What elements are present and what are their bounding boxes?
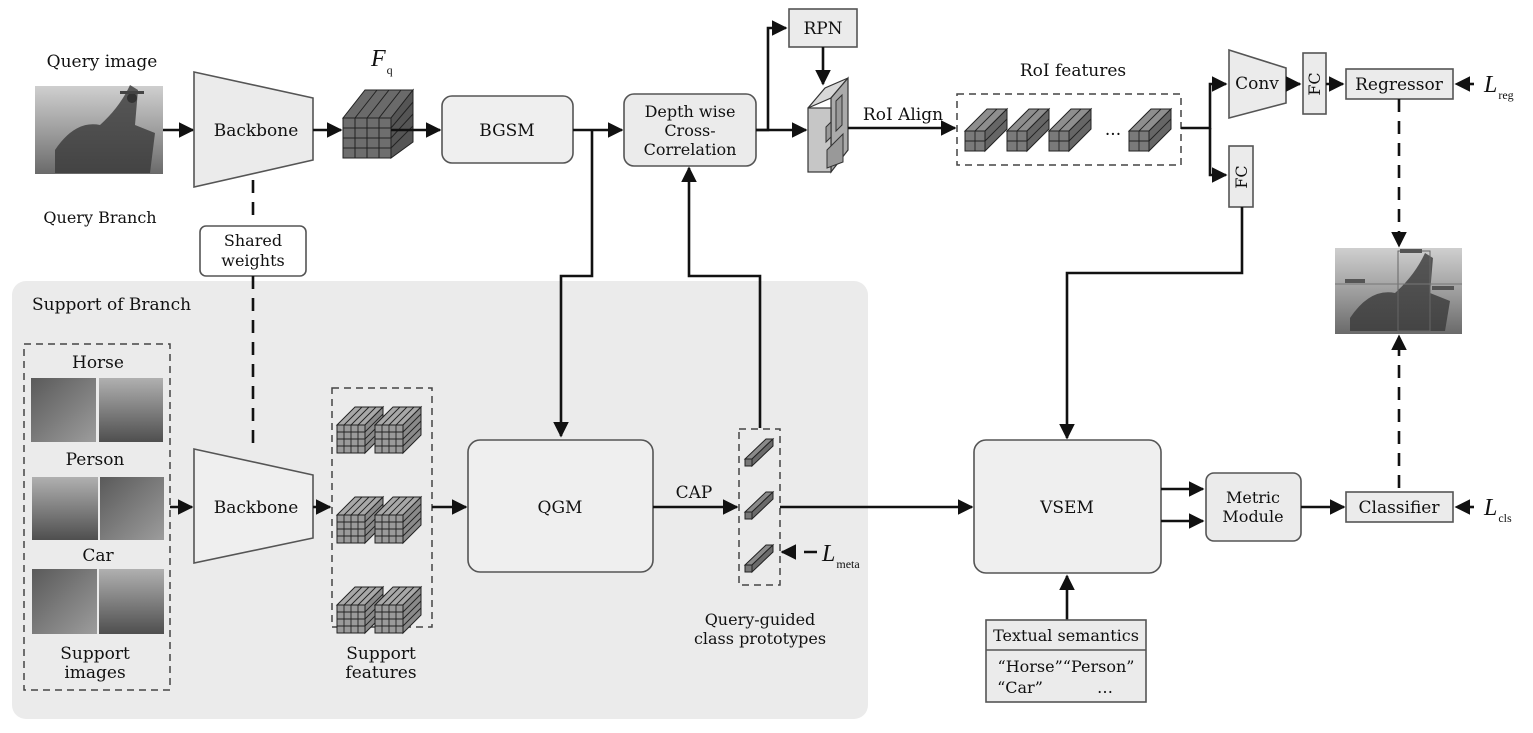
metric-label-1: Metric [1226, 488, 1280, 507]
support-image-car-2 [99, 569, 164, 634]
shared-weights-line2: weights [221, 251, 284, 270]
regressor-label: Regressor [1355, 75, 1444, 95]
roi-align-label: RoI Align [863, 105, 943, 125]
support-feature-cube-icon [335, 405, 385, 455]
support-image-person-2 [100, 477, 164, 540]
arrow-fc-to-vsem [1059, 207, 1244, 440]
class-prototypes-group [738, 428, 781, 586]
support-images-caption-1: Support [60, 644, 130, 664]
prototypes-caption-2: class prototypes [694, 629, 826, 648]
support-feature-cube-icon [335, 495, 385, 545]
support-images-group [23, 343, 171, 691]
support-feature-cube-icon [373, 405, 423, 455]
loss-reg: Lreg [1483, 72, 1514, 102]
textual-semantics-box [985, 619, 1147, 703]
fq-symbol: Fq [370, 46, 393, 77]
support-class-car: Car [82, 546, 114, 566]
roi-feature-cubes [963, 107, 1173, 153]
arrow-to-fc-bottom [1208, 128, 1228, 183]
support-feature-cube-icon [373, 495, 423, 545]
support-feature-cube-icon [373, 585, 423, 635]
roi-feature-cube-icon [1127, 107, 1173, 153]
roi-feature-cube-icon [1047, 107, 1093, 153]
bgsm-label: BGSM [479, 121, 534, 141]
arrow-bgsm-to-qgm [553, 130, 594, 438]
dwcc-label-3: Correlation [644, 140, 737, 159]
support-features-caption-2: features [345, 663, 416, 683]
support-image-car-1 [32, 569, 97, 634]
support-backbone [193, 448, 314, 564]
textual-semantics-row1: “Horse”“Person” [998, 657, 1135, 676]
class-prototype-bar-icon [743, 437, 775, 468]
arrow-to-conv [1181, 76, 1228, 130]
rpn-module [788, 8, 858, 48]
query-image-label: Query image [47, 52, 158, 72]
textual-semantics-car: “Car” [997, 678, 1043, 697]
classifier-module [1345, 491, 1454, 523]
roi-align-plate-icon [807, 76, 849, 174]
roi-ellipsis: ··· [1105, 125, 1121, 145]
detection-result-image [1335, 248, 1462, 334]
query-branch-label: Query Branch [43, 208, 156, 227]
regressor-module [1345, 68, 1454, 100]
support-branch-panel [12, 281, 868, 719]
loss-meta: Lmeta [821, 541, 860, 571]
support-class-person: Person [66, 450, 125, 470]
arrow-dwcc-to-rpn [756, 20, 788, 132]
dwcc-label-2: Cross- [664, 121, 715, 140]
class-prototype-bar-icon [743, 543, 775, 574]
support-feature-cubes [335, 405, 423, 635]
rpn-label: RPN [803, 19, 842, 39]
conv-label: Conv [1235, 74, 1279, 94]
roi-features-group [956, 93, 1182, 166]
support-image-horse-1 [31, 378, 96, 442]
classifier-label: Classifier [1359, 498, 1441, 518]
dwcc-label-1: Depth wise [645, 102, 736, 121]
query-backbone-label: Backbone [214, 121, 299, 141]
prototypes-caption-1: Query-guided [705, 610, 816, 629]
cap-label: CAP [676, 483, 713, 503]
support-image-person-1 [32, 477, 98, 540]
support-image-horse-2 [99, 378, 163, 442]
query-image [35, 85, 163, 174]
qgm-label: QGM [538, 498, 583, 518]
vsem-module [973, 439, 1162, 574]
metric-label-2: Module [1222, 507, 1283, 526]
roi-features-label: RoI features [1020, 61, 1126, 81]
support-branch-title: Support of Branch [32, 295, 191, 315]
conv-module [1228, 48, 1287, 120]
class-prototype-bar-icon [743, 490, 775, 521]
query-backbone [193, 71, 314, 189]
support-feature-cube-icon [335, 585, 385, 635]
fc-bottom-module [1228, 145, 1254, 208]
fc-top-label: FC [1305, 72, 1324, 95]
loss-cls: Lcls [1483, 495, 1512, 525]
textual-semantics-title: Textual semantics [993, 626, 1139, 645]
support-class-horse: Horse [72, 353, 124, 373]
class-prototype-bars [743, 437, 775, 574]
arrow-prototypes-to-dwcc [681, 166, 762, 428]
support-features-caption-1: Support [346, 644, 416, 664]
support-backbone-label: Backbone [214, 498, 299, 518]
vsem-label: VSEM [1039, 498, 1094, 518]
roi-feature-cube-icon [963, 107, 1009, 153]
query-feature-cube-icon [341, 88, 415, 159]
shared-weights-line1: Shared [224, 231, 282, 250]
roi-feature-cube-icon [1005, 107, 1051, 153]
support-images-caption-2: images [64, 663, 125, 683]
textual-semantics-ellipsis: … [1097, 678, 1113, 697]
fc-bottom-label: FC [1232, 165, 1251, 188]
